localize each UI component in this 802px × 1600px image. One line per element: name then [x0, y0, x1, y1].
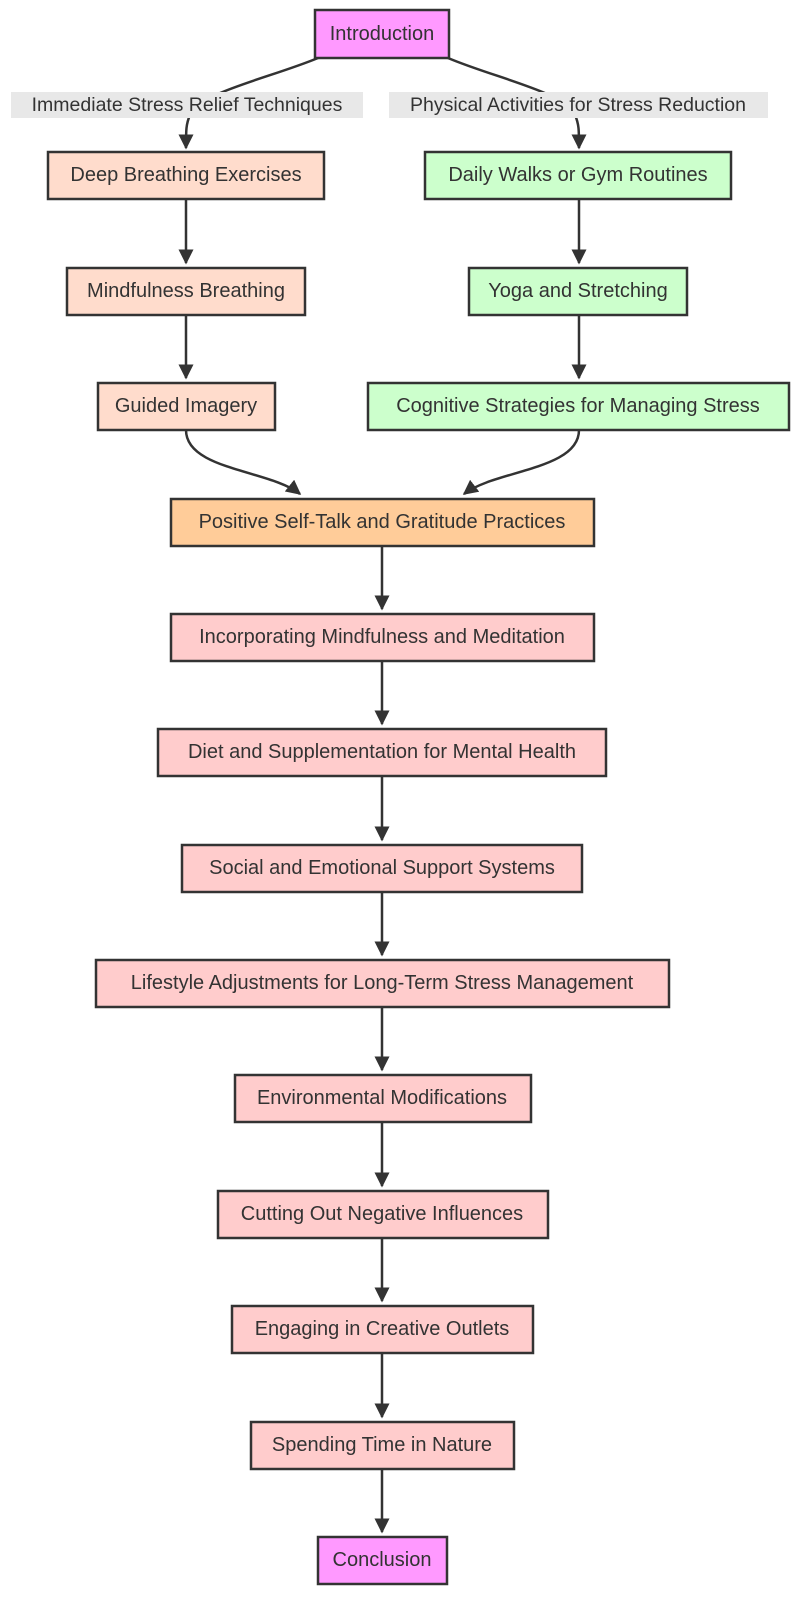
node-guided-imagery[interactable]: Guided Imagery — [96, 381, 277, 432]
node-social-support[interactable]: Social and Emotional Support Systems — [180, 843, 584, 894]
node-positive-self-talk-label: Positive Self-Talk and Gratitude Practic… — [199, 511, 566, 533]
node-deep-breathing-box — [46, 150, 326, 201]
node-conclusion-label: Conclusion — [333, 1549, 432, 1571]
edges — [178, 56, 587, 1534]
node-introduction-box — [313, 8, 451, 60]
edge-guided-imagery-to-positive-self-talk — [184, 429, 302, 495]
node-daily-walks-box — [423, 150, 733, 201]
node-guided-imagery-label: Guided Imagery — [115, 395, 257, 417]
node-lifestyle[interactable]: Lifestyle Adjustments for Long-Term Stre… — [94, 958, 671, 1009]
edge-label-physical-bg — [389, 92, 768, 118]
edge-label-immediate: Immediate Stress Relief Techniques — [11, 92, 363, 118]
node-environmental[interactable]: Environmental Modifications — [233, 1073, 533, 1124]
node-introduction[interactable]: Introduction — [313, 8, 451, 60]
node-mindfulness-breathing-box — [65, 266, 307, 317]
edge-cognitive-to-positive-self-talk — [462, 429, 581, 495]
node-diet-box — [156, 727, 608, 778]
node-introduction-label: Introduction — [330, 23, 435, 45]
node-guided-imagery-box — [96, 381, 277, 432]
node-social-support-label: Social and Emotional Support Systems — [209, 857, 555, 879]
node-deep-breathing[interactable]: Deep Breathing Exercises — [46, 150, 326, 201]
edge-label-immediate-text: Immediate Stress Relief Techniques — [32, 94, 343, 116]
node-diet-label: Diet and Supplementation for Mental Heal… — [188, 741, 576, 763]
node-nature[interactable]: Spending Time in Nature — [249, 1420, 516, 1471]
node-creative-outlets-label: Engaging in Creative Outlets — [255, 1318, 510, 1340]
node-environmental-box — [233, 1073, 533, 1124]
node-social-support-box — [180, 843, 584, 894]
node-negative-influences[interactable]: Cutting Out Negative Influences — [216, 1189, 550, 1240]
node-mindfulness-meditation-label: Incorporating Mindfulness and Meditation — [199, 626, 565, 648]
node-mindfulness-meditation[interactable]: Incorporating Mindfulness and Meditation — [169, 612, 596, 663]
node-daily-walks[interactable]: Daily Walks or Gym Routines — [423, 150, 733, 201]
node-conclusion-box — [316, 1535, 449, 1586]
node-environmental-label: Environmental Modifications — [257, 1087, 507, 1109]
node-lifestyle-label: Lifestyle Adjustments for Long-Term Stre… — [131, 972, 634, 994]
node-positive-self-talk[interactable]: Positive Self-Talk and Gratitude Practic… — [169, 497, 596, 548]
node-mindfulness-breathing[interactable]: Mindfulness Breathing — [65, 266, 307, 317]
edge-label-immediate-bg — [11, 92, 363, 118]
node-creative-outlets-box — [230, 1304, 535, 1355]
node-yoga-box — [467, 266, 689, 317]
node-daily-walks-label: Daily Walks or Gym Routines — [448, 164, 707, 186]
node-diet[interactable]: Diet and Supplementation for Mental Heal… — [156, 727, 608, 778]
node-yoga-label: Yoga and Stretching — [488, 280, 667, 302]
node-nature-box — [249, 1420, 516, 1471]
node-cognitive-box — [366, 381, 791, 432]
node-negative-influences-label: Cutting Out Negative Influences — [241, 1203, 523, 1225]
node-conclusion[interactable]: Conclusion — [316, 1535, 449, 1586]
node-yoga[interactable]: Yoga and Stretching — [467, 266, 689, 317]
edge-label-physical-text: Physical Activities for Stress Reduction — [410, 94, 746, 116]
node-positive-self-talk-box — [169, 497, 596, 548]
edge-label-physical: Physical Activities for Stress Reduction — [389, 92, 768, 118]
node-cognitive[interactable]: Cognitive Strategies for Managing Stress — [366, 381, 791, 432]
node-nature-label: Spending Time in Nature — [272, 1434, 492, 1456]
node-mindfulness-meditation-box — [169, 612, 596, 663]
node-cognitive-label: Cognitive Strategies for Managing Stress — [396, 395, 760, 417]
node-mindfulness-breathing-label: Mindfulness Breathing — [87, 280, 285, 302]
node-negative-influences-box — [216, 1189, 550, 1240]
node-creative-outlets[interactable]: Engaging in Creative Outlets — [230, 1304, 535, 1355]
node-lifestyle-box — [94, 958, 671, 1009]
node-deep-breathing-label: Deep Breathing Exercises — [70, 164, 301, 186]
